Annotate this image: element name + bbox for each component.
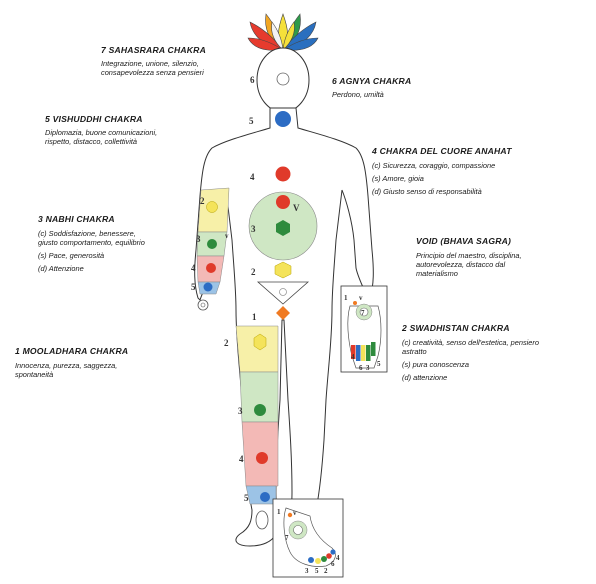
- swadhistan-line-4: (d) attenzione: [402, 373, 448, 382]
- leg-number-5: 5: [244, 493, 249, 503]
- vishuddhi-line-2: rispetto, distacco, collettività: [45, 137, 138, 146]
- title-anahat: 4 CHAKRA DEL CUORE ANAHAT: [372, 146, 512, 156]
- foot-number-7: 7: [285, 534, 289, 542]
- hand-number-1: 1: [344, 294, 348, 302]
- mooladhara-line-1: Innocenza, purezza, saggezza,: [15, 361, 118, 370]
- throat-number-5: 5: [249, 116, 254, 126]
- central-chakras: [248, 72, 318, 320]
- foot-number-1: 1: [277, 508, 281, 516]
- mool-number-1: 1: [252, 312, 257, 322]
- foot-number-4: 4: [336, 554, 340, 562]
- nabhi-line-3: (s) Pace, generosità: [38, 251, 105, 260]
- label-nabhi: 3 NABHI CHAKRA (c) Soddisfazione, beness…: [38, 214, 188, 277]
- foot-number-2: 2: [324, 567, 328, 575]
- hand-number-6: 6: [359, 364, 363, 372]
- void-line-2: autorevolezza, distacco dal: [416, 260, 506, 269]
- swadhistan-line-3: (s) pura conoscenza: [402, 360, 469, 369]
- hand-number-7: 7: [361, 309, 365, 317]
- anahat-line-3: (d) Giusto senso di responsabilità: [372, 187, 482, 196]
- hand-number-4: 4: [351, 353, 355, 361]
- void-line-3: materialismo: [416, 269, 458, 278]
- swadhistan-line-1: (c) creatività, senso dell'estetica, pen…: [402, 338, 539, 347]
- left-arm-chakra-bands: [196, 187, 230, 311]
- vishuddhi-line-1: Diplomazia, buone comunicazioni,: [45, 128, 158, 137]
- label-anahat: 4 CHAKRA DEL CUORE ANAHAT (c) Sicurezza,…: [372, 146, 572, 200]
- right-hand-detail-box: [340, 285, 388, 373]
- label-vishuddhi: 5 VISHUDDHI CHAKRA Diplomazia, buone com…: [45, 114, 225, 146]
- arm-number-3: 3: [196, 234, 201, 244]
- title-void: VOID (BHAVA SAGRA): [416, 236, 512, 246]
- swadhistan-line-2: astratto: [402, 347, 427, 356]
- nabhi-line-1: (c) Soddisfazione, benessere,: [38, 229, 136, 238]
- figure-numbers: 6 5 4 3 V 2 1 2 3 v 4 5 2 3 4 5 1 v 7 4 …: [191, 75, 381, 575]
- arm-number-5: 5: [191, 282, 196, 292]
- void-line-1: Principio del maestro, disciplina,: [416, 251, 522, 260]
- nabhi-number-3: 3: [251, 224, 256, 234]
- nabhi-line-2: giusto comportamento, equilibrio: [38, 238, 145, 247]
- arm-letter-v: v: [225, 232, 229, 240]
- anahat-line-2: (s) Amore, gioia: [372, 174, 424, 183]
- title-vishuddhi: 5 VISHUDDHI CHAKRA: [45, 114, 143, 124]
- left-leg-chakra-bands: [235, 325, 279, 530]
- label-mooladhara: 1 MOOLADHARA CHAKRA Innocenza, purezza, …: [15, 346, 175, 379]
- title-agnya: 6 AGNYA CHAKRA: [332, 76, 412, 86]
- void-letter-v: V: [293, 203, 300, 213]
- heart-number-4: 4: [250, 172, 255, 182]
- arm-number-2: 2: [200, 196, 205, 206]
- label-sahasrara: 7 SAHASRARA CHAKRA Integrazione, unione,…: [101, 45, 261, 77]
- arm-number-4: 4: [191, 263, 196, 273]
- foot-number-3: 3: [305, 567, 309, 575]
- anahat-line-1: (c) Sicurezza, coraggio, compassione: [372, 161, 496, 170]
- leg-number-2: 2: [224, 338, 229, 348]
- nabhi-line-4: (d) Attenzione: [38, 264, 84, 273]
- title-nabhi: 3 NABHI CHAKRA: [38, 214, 115, 224]
- label-agnya: 6 AGNYA CHAKRA Perdono, umiltà: [332, 76, 472, 99]
- title-sahasrara: 7 SAHASRARA CHAKRA: [101, 45, 206, 55]
- mooladhara-line-2: spontaneità: [15, 370, 54, 379]
- hand-number-3: 3: [366, 364, 370, 372]
- sahasrara-line-2: consapevolezza senza pensieri: [101, 68, 204, 77]
- foot-letter-v: v: [293, 509, 297, 517]
- sahasrara-line-1: Integrazione, unione, silenzio,: [101, 59, 199, 68]
- sahasrara-crown: [247, 13, 319, 51]
- leg-number-3: 3: [238, 406, 243, 416]
- label-swadhistan: 2 SWADHISTAN CHAKRA (c) creatività, sens…: [402, 323, 592, 386]
- foot-number-6: 6: [331, 560, 335, 568]
- label-void: VOID (BHAVA SAGRA) Principio del maestro…: [416, 236, 576, 278]
- head-number-6: 6: [250, 75, 255, 85]
- right-foot-detail-box: [272, 498, 344, 578]
- title-swadhistan: 2 SWADHISTAN CHAKRA: [402, 323, 510, 333]
- agnya-line-1: Perdono, umiltà: [332, 90, 384, 99]
- title-mooladhara: 1 MOOLADHARA CHAKRA: [15, 346, 129, 356]
- swad-number-2: 2: [251, 267, 256, 277]
- hand-letter-v: v: [359, 294, 363, 302]
- hand-number-5: 5: [377, 360, 381, 368]
- leg-number-4: 4: [239, 454, 244, 464]
- foot-number-5: 5: [315, 567, 319, 575]
